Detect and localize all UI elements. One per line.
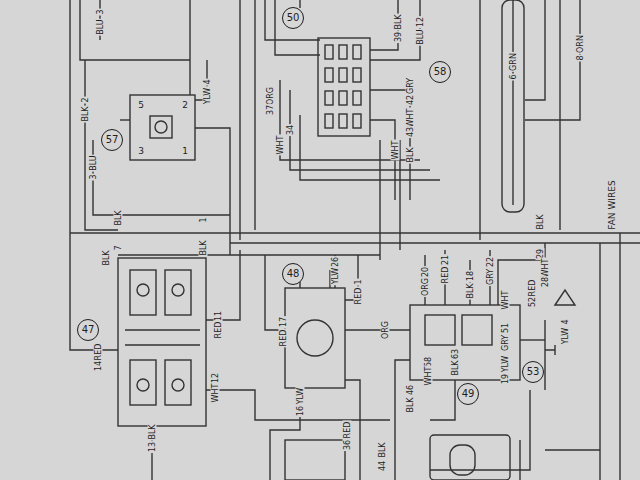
wire-tag-text: 18 bbox=[466, 270, 475, 282]
wire-tag-text: GRY bbox=[406, 77, 415, 95]
wire-tag-text: RED bbox=[214, 321, 223, 340]
wire-tag-text: 7 bbox=[114, 244, 123, 251]
wire-tag-text: BLK bbox=[378, 441, 387, 458]
wire-tag-text: 46 bbox=[406, 384, 415, 396]
wire-tag-text: BLK bbox=[406, 396, 415, 413]
wire-tag-text: RED bbox=[528, 279, 537, 298]
wire-tag-text: RED bbox=[441, 266, 450, 285]
callout-number: 48 bbox=[282, 263, 304, 285]
terminal-label: 3 bbox=[137, 146, 145, 156]
terminal-label: 2 bbox=[181, 100, 189, 110]
callout-number: 53 bbox=[522, 361, 544, 383]
wire-tag-text: WHT bbox=[211, 383, 220, 404]
wire-tag-text: 39 bbox=[394, 31, 403, 43]
callout-number: 57 bbox=[101, 129, 123, 151]
wire-tag-text: 37 bbox=[266, 104, 275, 116]
wire-tag-text: BLK bbox=[199, 239, 208, 256]
wire-tag-text: 19 bbox=[501, 373, 510, 385]
wire-tag-text: BLK bbox=[536, 213, 545, 230]
wire-tag-text: 34 bbox=[286, 124, 295, 136]
wire-tag-text: BLU bbox=[416, 28, 425, 45]
wire-tag-text: BLK bbox=[81, 105, 90, 122]
wire-tag-text: 14 bbox=[94, 360, 103, 372]
wire-tag-text: YLW bbox=[331, 267, 340, 286]
wire-tag-text: WHT bbox=[424, 366, 433, 387]
wire-tag-text: 51 bbox=[501, 322, 510, 334]
wire-tag-text: 42 bbox=[406, 94, 415, 106]
wire-tag-text: 63 bbox=[451, 348, 460, 360]
wire-tag-text: 4 bbox=[203, 78, 212, 85]
wire-tag-text: 1 bbox=[199, 216, 208, 223]
wire-tag-text: YLW bbox=[296, 387, 305, 406]
wire-tag-text: RED bbox=[94, 343, 103, 362]
wire-tag-text: 43 bbox=[406, 126, 415, 138]
wire-tag-text: GRY bbox=[486, 268, 495, 286]
wire-tag-text: 52 bbox=[528, 296, 537, 308]
callout-number: 58 bbox=[429, 61, 451, 83]
wire-tag-text: BLK bbox=[394, 13, 403, 30]
wire-tag-text: 12 bbox=[416, 16, 425, 28]
terminal-label: 1 bbox=[181, 146, 189, 156]
wire-tag-text: 1 bbox=[354, 278, 363, 285]
wire-tag-text: BLK bbox=[102, 249, 111, 266]
wire-tag-text: 22 bbox=[486, 256, 495, 268]
wire-tag-text: 3 bbox=[96, 8, 105, 15]
wire-tag-text: RED bbox=[279, 329, 288, 348]
wire-tag-text: BLK bbox=[114, 209, 123, 226]
callout-number: 50 bbox=[282, 7, 304, 29]
wire-tag-text: 6 bbox=[509, 73, 518, 80]
wire-tag-text: BLU bbox=[96, 18, 105, 35]
wire-tag-text: WHT bbox=[391, 140, 400, 161]
wire-tag-text: BLK bbox=[451, 359, 460, 376]
wire-tag-text: 36 bbox=[343, 439, 352, 451]
wire-tag-text: YLW bbox=[501, 355, 510, 374]
wire-tag-text: WHT bbox=[276, 135, 285, 156]
wire-tag-text: 13 bbox=[148, 441, 157, 453]
terminal-label: 5 bbox=[137, 100, 145, 110]
wire-tag-text: RED bbox=[343, 421, 352, 440]
wire-tag-text: GRN bbox=[509, 52, 518, 72]
wire-tag-text: 21 bbox=[441, 254, 450, 266]
wire-tag-text: 16 bbox=[296, 405, 305, 417]
wire-tag-text: BLU bbox=[89, 154, 98, 171]
wire-tag-text: 44 bbox=[378, 460, 387, 472]
wire-tag-text: BLK bbox=[148, 423, 157, 440]
wire-tag-text: 4 bbox=[561, 318, 570, 325]
wire-tag-text: 28 bbox=[541, 276, 550, 288]
wire-tag-text: 17 bbox=[279, 316, 288, 328]
terminal-label: FAN WIRES bbox=[607, 179, 617, 230]
wire-tag-text: 2 bbox=[81, 96, 90, 103]
wire-tag-text: 8 bbox=[576, 54, 585, 61]
wire-tag-text: YLW bbox=[203, 87, 212, 106]
wire-tag-text: BLK bbox=[406, 146, 415, 163]
wire-tag-text: ORN bbox=[576, 34, 585, 54]
wire-tag-text: ORG bbox=[421, 277, 430, 297]
callout-number: 47 bbox=[77, 319, 99, 341]
wire-tag-text: 3 bbox=[89, 173, 98, 180]
wire-tag-text: WHT bbox=[501, 290, 510, 311]
wire-tag-text: YLW bbox=[561, 327, 570, 346]
wire-tag-text: GRY bbox=[501, 334, 510, 352]
wire-tag-text: ORG bbox=[381, 320, 390, 340]
callout-number: 49 bbox=[457, 383, 479, 405]
wire-tag-text: BLK bbox=[466, 282, 475, 299]
wire-tag-text: RED bbox=[354, 287, 363, 306]
